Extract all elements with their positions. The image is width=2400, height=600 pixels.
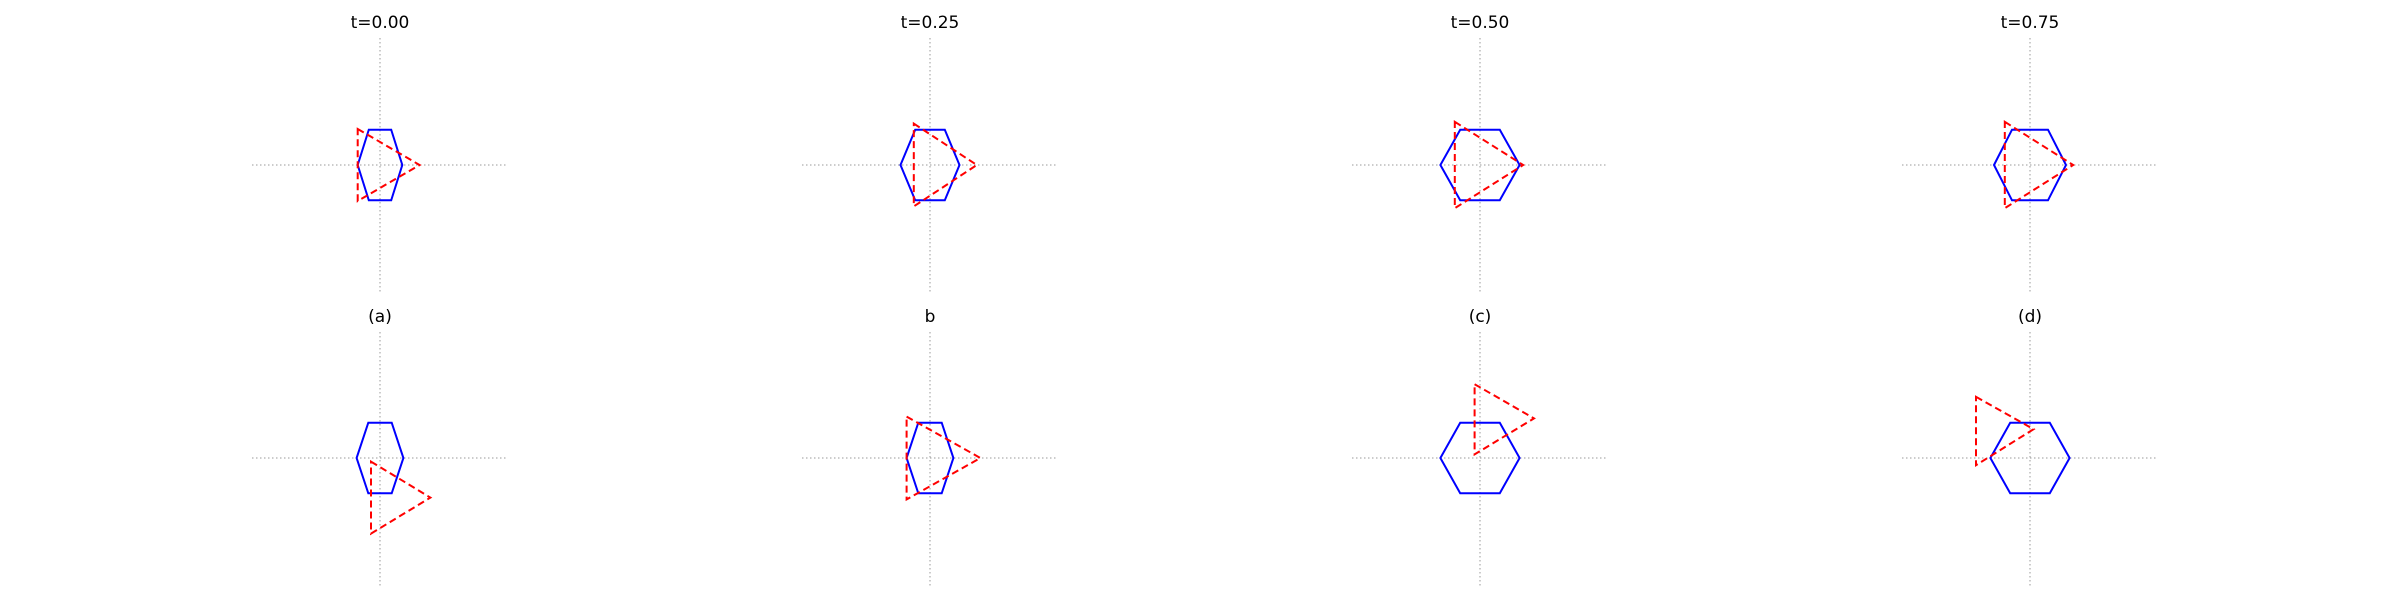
triangle-shape — [2003, 119, 2076, 211]
panel-title: t=0.00 — [351, 13, 410, 33]
panel-4: t=0.75 — [1902, 13, 2158, 292]
panel-5: (a) — [252, 307, 508, 588]
triangle-shape — [1473, 382, 1536, 457]
panel-7: (c) — [1352, 307, 1608, 588]
hexagon-shape — [355, 421, 405, 495]
panel-1: t=0.00 — [252, 13, 508, 292]
panel-title: t=0.25 — [901, 13, 960, 33]
hexagon-shape — [1439, 421, 1521, 495]
triangle-shape — [356, 127, 422, 203]
triangle-shape — [1975, 395, 2036, 468]
triangle-shape — [912, 121, 979, 209]
panel-2: t=0.25 — [802, 13, 1058, 292]
triangle-shape — [370, 459, 433, 536]
hexagon-shape — [1439, 128, 1521, 202]
panel-title: (c) — [1469, 307, 1492, 327]
panel-8: (d) — [1902, 307, 2158, 588]
panel-title: t=0.50 — [1451, 13, 1510, 33]
panel-title: (d) — [2018, 307, 2042, 327]
panel-title: t=0.75 — [2001, 13, 2060, 33]
panel-6: b — [802, 307, 1058, 588]
hexagon-shape — [1992, 128, 2068, 202]
hexagon-shape — [899, 128, 961, 202]
triangle-shape — [905, 414, 983, 502]
panel-title: b — [925, 307, 936, 327]
triangle-shape — [1453, 119, 1526, 211]
hexagon-shape — [1989, 421, 2071, 495]
hexagon-shape — [356, 128, 404, 202]
panel-title: (a) — [368, 307, 392, 327]
panel-3: t=0.50 — [1352, 13, 1608, 292]
